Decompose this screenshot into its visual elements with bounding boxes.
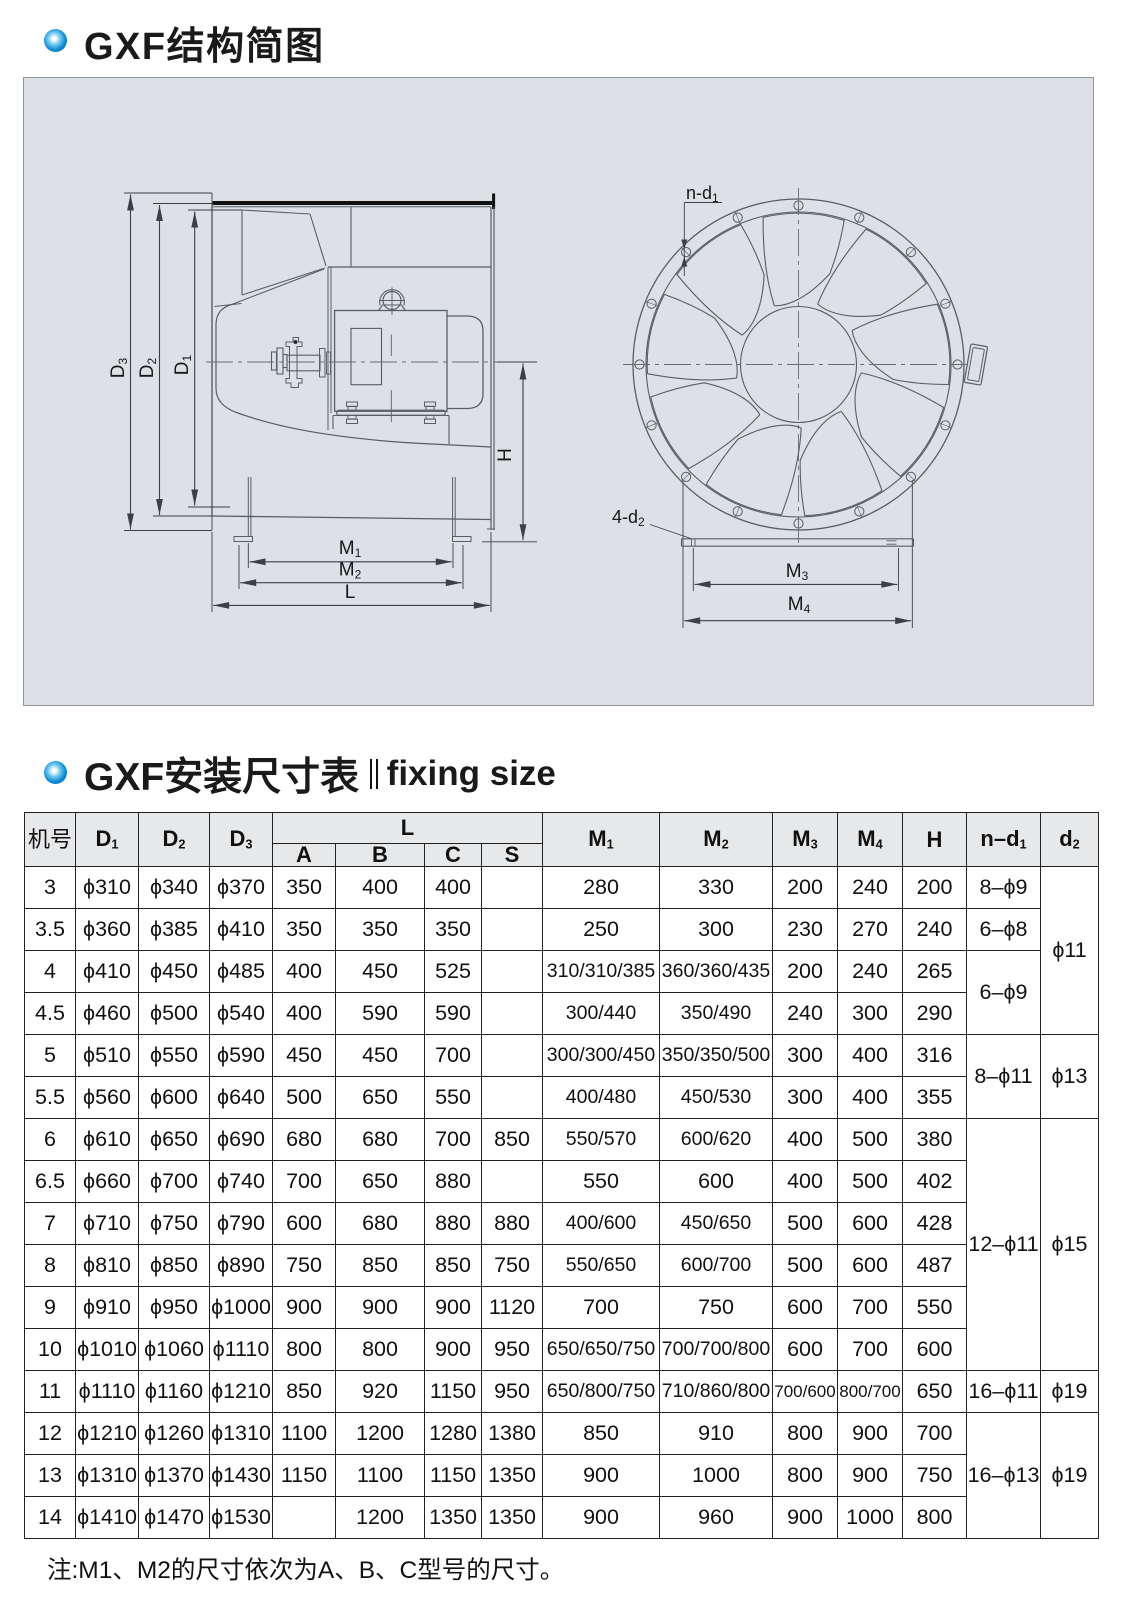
svg-text:D2: D2 — [137, 357, 159, 378]
svg-text:H: H — [495, 448, 516, 462]
svg-text:M1: M1 — [338, 538, 361, 560]
svg-text:D3: D3 — [108, 357, 130, 378]
svg-text:M3: M3 — [785, 561, 808, 583]
svg-text:L: L — [344, 582, 355, 603]
svg-text:n-d1: n-d1 — [686, 183, 719, 205]
svg-text:D1: D1 — [172, 354, 194, 375]
svg-text:4-d2: 4-d2 — [612, 507, 645, 529]
svg-text:M4: M4 — [787, 594, 810, 616]
svg-text:M2: M2 — [338, 559, 361, 581]
